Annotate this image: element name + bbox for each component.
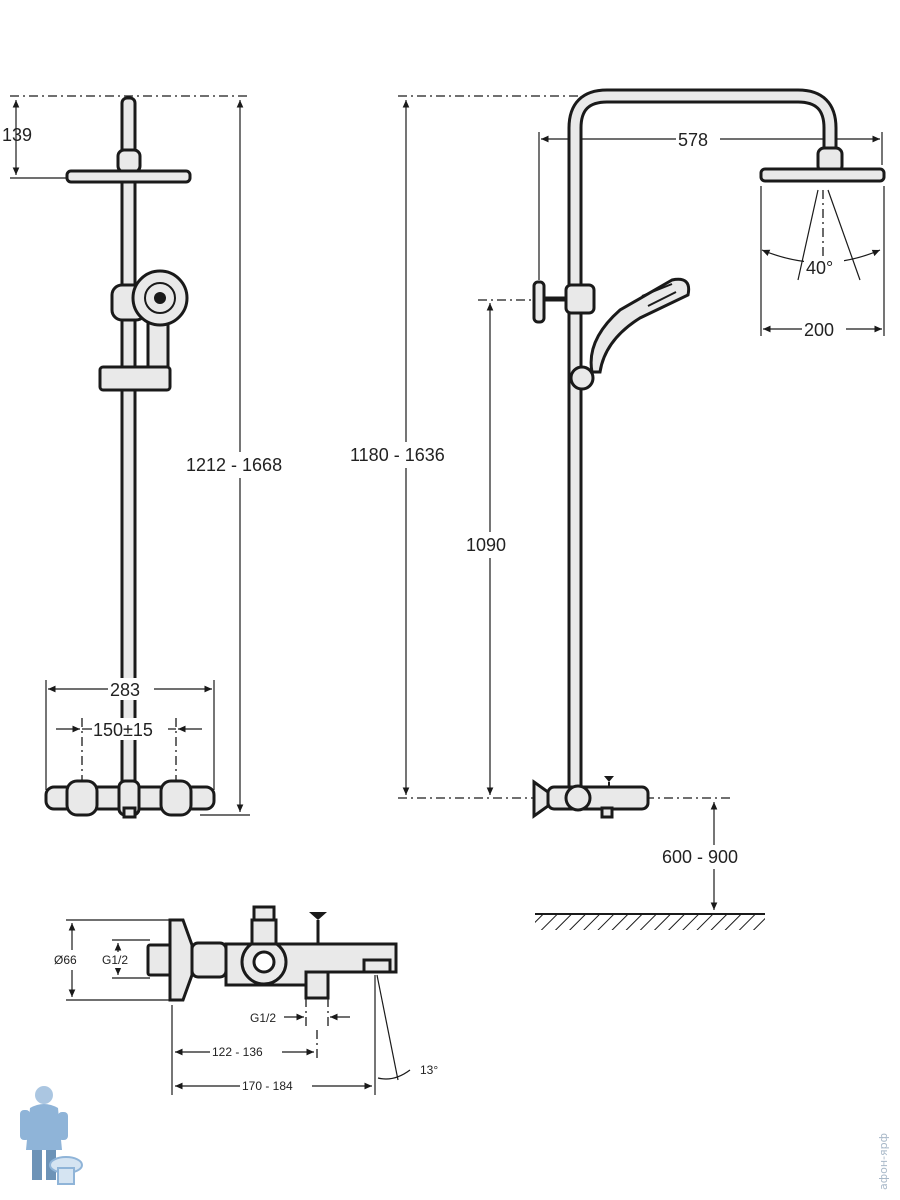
dim-label-578: 578 — [678, 130, 708, 150]
detail-top-thread — [252, 905, 276, 922]
side-overhead-shower-head — [759, 167, 886, 183]
floor-hatch — [535, 915, 765, 930]
detail-nut — [190, 941, 228, 979]
dim-label-floor: 600 - 900 — [662, 847, 738, 867]
dim-label-283: 283 — [110, 680, 140, 700]
mixer-detail-view: Ø66 G1/2 G1/2 — [52, 905, 438, 1095]
side-mixer-outlet — [600, 806, 614, 819]
side-slider-holder — [569, 365, 595, 391]
watermark-text: афон-ярф — [877, 1133, 890, 1190]
side-view: 1180 - 1636 1090 578 40° 200 — [348, 88, 886, 930]
dim-label-200: 200 — [804, 320, 834, 340]
dim-label-1090: 1090 — [466, 535, 506, 555]
side-bracket-knob — [532, 280, 546, 324]
plumber-logo — [20, 1086, 83, 1185]
side-mixer-body — [546, 785, 650, 811]
slider-holder — [98, 365, 172, 392]
detail-bottom-outlet — [304, 970, 330, 1000]
dim-label-40deg: 40° — [806, 258, 833, 278]
detail-flange — [168, 918, 194, 1002]
dim-label-139: 139 — [2, 125, 32, 145]
dim-label-g-in: G1/2 — [102, 953, 128, 967]
side-hand-shower — [589, 277, 691, 374]
mixer-outlet — [122, 806, 137, 819]
diverter-knob — [604, 776, 614, 782]
dim-label-a: 122 - 136 — [212, 1045, 263, 1059]
shower-riser-arch — [567, 88, 838, 790]
front-view: 139 1212 - 1668 283 150±15 — [2, 95, 302, 819]
detail-diverter — [309, 912, 327, 920]
dim-label-d66: Ø66 — [54, 953, 77, 967]
dim-label-height: 1212 - 1668 — [186, 455, 282, 475]
dim-label-150: 150±15 — [93, 720, 153, 740]
detail-spout — [362, 958, 392, 974]
detail-angle-arc — [377, 1069, 411, 1080]
side-mixer-handle — [564, 784, 592, 812]
right-eccentric — [159, 779, 193, 817]
dim-label-13deg: 13° — [420, 1063, 438, 1077]
overhead-shower-head — [65, 169, 192, 184]
side-bracket — [564, 283, 596, 315]
left-eccentric — [65, 779, 99, 817]
dim-label-b: 170 - 184 — [242, 1079, 293, 1093]
detail-top-outlet — [250, 918, 278, 946]
dim-label-g-out: G1/2 — [250, 1011, 276, 1025]
head-connector — [116, 148, 142, 174]
dim-label-side-height: 1180 - 1636 — [350, 445, 445, 465]
side-mixer-flange — [532, 779, 550, 819]
